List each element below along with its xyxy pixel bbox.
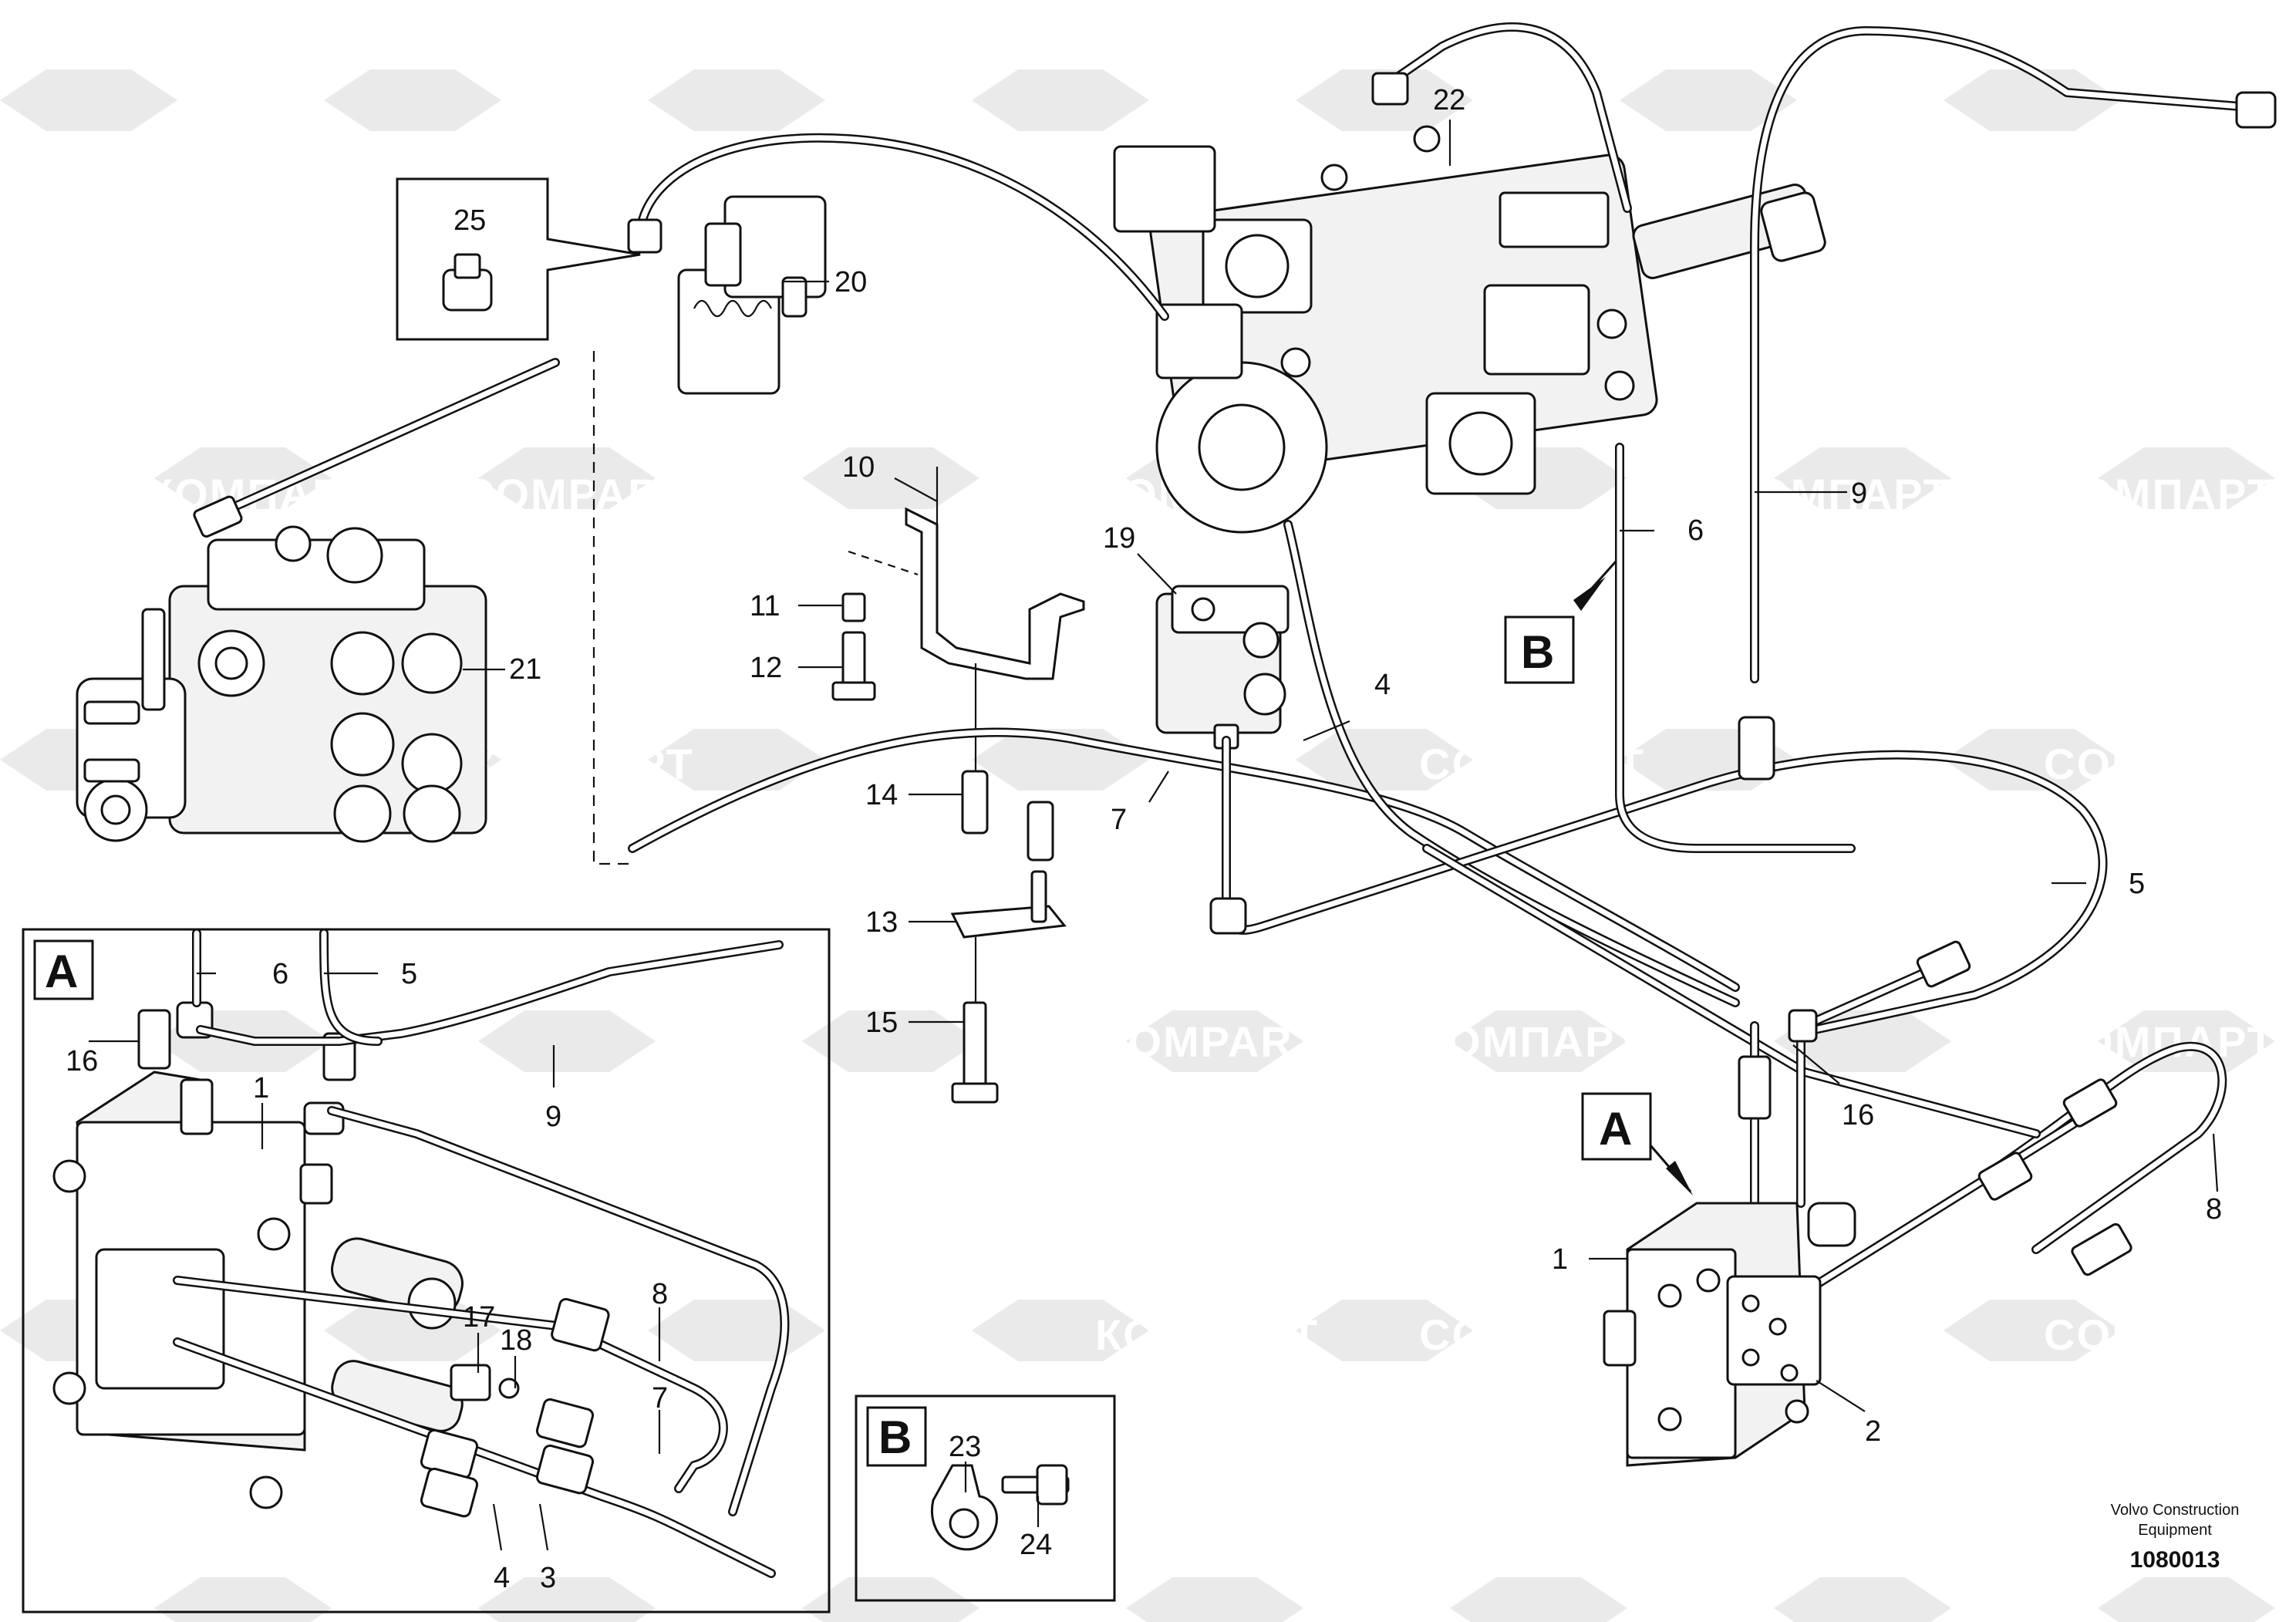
callouts-inset-b: 23 24 [949,1431,1052,1561]
callout-10: 10 [842,451,875,484]
callout-14: 14 [865,779,898,811]
callout-a-6: 6 [272,958,288,990]
inset-a-label-box [33,939,94,1000]
callout-11: 11 [750,590,780,622]
callout-22: 22 [1433,84,1465,116]
watermark-text: КОМПАРТ [1419,1017,1643,1066]
manufacturer-line2: Equipment [2138,1522,2212,1539]
watermark-text: КОМПАРТ [470,740,694,788]
callout-4: 4 [1374,669,1391,701]
bolt-12-head [831,681,876,701]
callout-a-5: 5 [401,958,417,990]
callout-8: 8 [2206,1193,2222,1226]
callout-a-18: 18 [500,1324,532,1357]
watermark-text: COMPART [463,470,689,518]
detail-box-25 [396,177,641,341]
main-label-a-box [1581,1092,1652,1161]
drawing-number: 1080013 [2130,1547,2220,1573]
solenoid-valve-20 [677,195,827,395]
manifold-1 [1603,1202,1856,1467]
callout-6: 6 [1687,514,1704,547]
watermark-text: COMPART [2044,1310,2270,1359]
watermark-text: COMPART [1095,1017,1321,1066]
watermark-text: КОМПАРТ [2052,1017,2275,1066]
sleeve-14b [1027,801,1054,862]
callout-a-3: 3 [540,1562,556,1594]
callout-a-4: 4 [494,1562,510,1594]
callout-20: 20 [834,266,867,298]
callouts-main: 22 20 25 21 10 11 12 14 13 15 19 4 7 6 9… [453,84,2222,1448]
control-valve-21 [76,525,487,843]
callout-a-16: 16 [66,1045,98,1077]
callout-a-7: 7 [652,1382,668,1415]
callout-a-1: 1 [253,1072,269,1104]
watermark-text: КОМПАРТ [1728,470,1951,518]
spacer-11 [841,592,866,622]
valve-19 [1155,585,1290,750]
watermark-text: COMPART [2044,191,2270,239]
bolt-15-head [951,1082,999,1104]
callout-1: 1 [1552,1243,1568,1276]
callout-19: 19 [1103,522,1135,555]
callout-b-23: 23 [949,1431,981,1463]
pump-assembly-22 [1113,125,1826,534]
inset-b: B [855,1394,1116,1602]
sleeve-14 [961,770,989,835]
callout-9: 9 [1851,477,1867,510]
callouts-inset-a: 16 1 6 5 9 8 7 17 18 3 4 [66,958,668,1594]
callout-16: 16 [1842,1099,1874,1131]
watermark-text: COMPART [1419,740,1645,788]
callout-a-8: 8 [652,1278,668,1310]
inset-a-label: A [45,946,78,997]
callout-25: 25 [453,204,486,237]
watermark-text: COMPART [2044,740,2270,788]
drawing-footer: Volvo Construction Equipment 1080013 [2111,1502,2240,1573]
callout-2: 2 [1865,1415,1881,1448]
main-label-b: B [1521,626,1554,678]
manufacturer-line1: Volvo Construction [2111,1502,2240,1519]
watermark-text: КОМПАРТ [2052,470,2275,518]
bolt-15 [963,1001,987,1089]
bolt-12 [841,631,866,688]
main-hoses [628,22,2277,1316]
inset-b-label-box [866,1406,927,1467]
callout-13: 13 [865,906,898,939]
callout-21: 21 [509,653,541,686]
callout-a-9: 9 [545,1101,561,1133]
callout-15: 15 [865,1007,898,1039]
inset-b-label: B [878,1411,912,1463]
callout-12: 12 [750,652,782,684]
callout-5: 5 [2129,868,2145,900]
watermark-text: КОМПАРТ [1095,1310,1319,1359]
watermark-text: COMPART [143,191,369,239]
main-label-a: A [1599,1103,1632,1155]
main-label-b-box [1504,615,1575,684]
bracket-10 [848,467,1085,771]
plate-13 [950,905,1067,939]
callout-a-17: 17 [463,1301,495,1334]
leader-lines [89,120,2219,1551]
inset-a: A [22,928,831,1614]
callout-b-24: 24 [1020,1529,1052,1561]
callout-7: 7 [1111,804,1127,836]
